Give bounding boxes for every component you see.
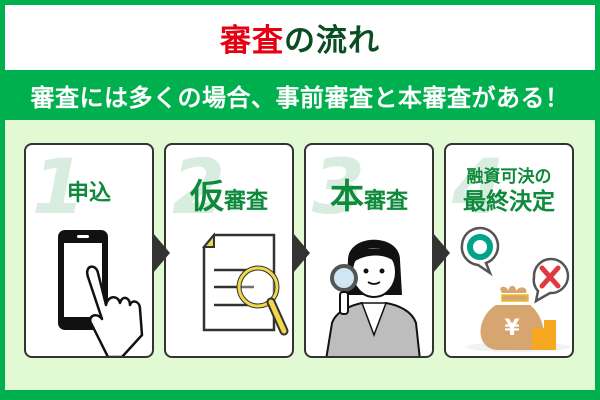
- arrow-right-icon: [293, 233, 310, 273]
- title-box: 審査の流れ: [5, 5, 595, 70]
- step-label: 仮審査: [189, 177, 268, 217]
- step-number: 1: [32, 143, 85, 231]
- subtitle-text: 審査には多くの場合、事前審査と本審査がある！: [30, 83, 570, 112]
- page-title: 審査の流れ: [220, 15, 380, 60]
- step-card-4: 4 融資可決の最終決定 ¥: [444, 143, 574, 358]
- step-label: 申込: [66, 181, 111, 206]
- subtitle-band: 審査には多くの場合、事前審査と本審査がある！: [5, 70, 595, 120]
- title-rest: の流れ: [284, 23, 380, 59]
- smartphone-tap-icon: [58, 230, 144, 356]
- step-number: 4: [452, 143, 505, 231]
- step-number: 3: [312, 143, 365, 231]
- step-label: 本審査: [329, 177, 408, 217]
- svg-text:¥: ¥: [504, 316, 520, 341]
- steps-area: 1 申込 2 仮審査: [5, 120, 595, 390]
- step-card-2: 2 仮審査: [164, 143, 294, 358]
- arrow-right-icon: [433, 233, 450, 273]
- approve-reject-moneybag-icon: ¥: [460, 226, 570, 352]
- step-card-1: 1 申込: [24, 143, 154, 358]
- step-card-3: 3 本審査: [304, 143, 434, 358]
- title-highlight: 審査: [220, 23, 284, 59]
- arrow-right-icon: [153, 233, 170, 273]
- step-label: 融資可決の最終決定: [463, 167, 555, 216]
- step-number: 2: [172, 143, 225, 231]
- woman-with-magnifier-icon: [325, 239, 421, 356]
- document-magnifier-icon: [201, 232, 289, 336]
